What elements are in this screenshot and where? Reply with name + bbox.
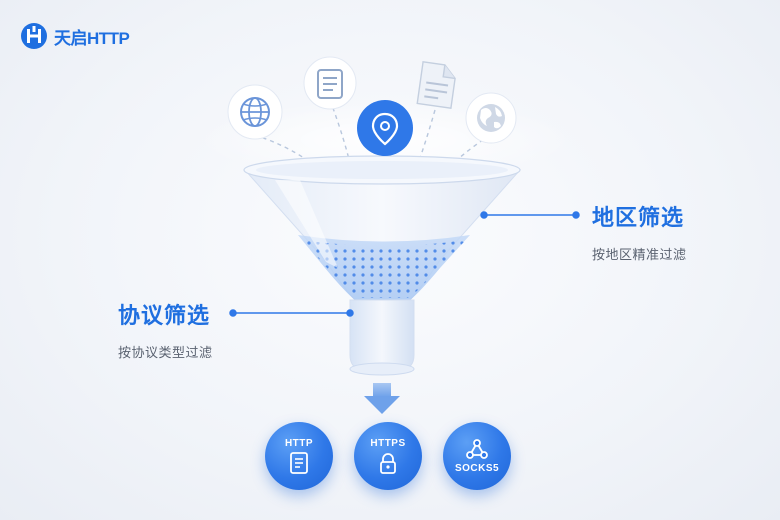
protocol-badge-https: HTTPS: [354, 422, 422, 490]
region-filter-subtitle: 按地区精准过滤: [592, 247, 687, 262]
globe-icon: [227, 84, 283, 140]
protocol-label: SOCKS5: [454, 463, 500, 474]
protocol-badge-http: HTTP: [265, 422, 333, 490]
earth-icon: [465, 92, 517, 144]
logo-mark-icon: [21, 23, 47, 49]
protocol-badge-socks5: SOCKS5: [443, 422, 511, 490]
document-icon: [290, 451, 308, 474]
protocol-label: HTTPS: [370, 437, 406, 449]
document-icon: [303, 56, 357, 110]
flow-arrow-icon: [364, 383, 400, 414]
region-filter-label: 地区筛选 按地区精准过滤: [592, 200, 687, 263]
network-icon: [466, 439, 488, 459]
protocol-filter-label: 协议筛选 按协议类型过滤: [118, 298, 213, 361]
location-pin-icon: [357, 100, 413, 156]
brand-name: 天启HTTP: [54, 28, 130, 48]
protocol-filter-subtitle: 按协议类型过滤: [118, 345, 213, 360]
protocol-filter-title: 协议筛选: [118, 303, 211, 328]
region-filter-title: 地区筛选: [592, 205, 685, 230]
brand-logo: 天启HTTP: [20, 22, 130, 50]
lock-icon: [380, 452, 396, 474]
funnel: [243, 155, 522, 376]
file-icon: [416, 61, 456, 109]
label-connectors: [229, 211, 580, 317]
protocol-label: HTTP: [284, 437, 314, 449]
